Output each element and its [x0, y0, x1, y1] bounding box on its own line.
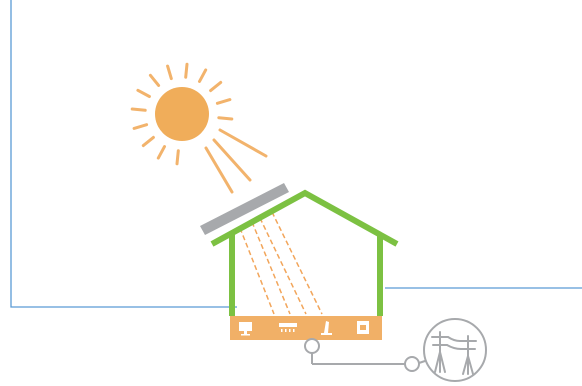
- sun-disc: [155, 87, 209, 141]
- sun-ray: [138, 90, 150, 96]
- sun-ray: [200, 70, 206, 82]
- appliance-icon: [357, 321, 369, 334]
- light-beams: [240, 212, 322, 314]
- sun-ray: [132, 109, 145, 110]
- sun-ray: [168, 66, 172, 79]
- sun-ray: [143, 137, 153, 145]
- sun-ray: [150, 75, 158, 85]
- sun-beam: [214, 140, 250, 180]
- sun-ray: [211, 82, 221, 90]
- sun-icon: [132, 64, 266, 192]
- sun-ray: [219, 118, 232, 119]
- power-pylon-icon: [424, 319, 486, 381]
- callout-line-left: [11, 0, 237, 307]
- sun-ray: [177, 151, 178, 164]
- sun-ray: [186, 64, 187, 77]
- sun-ray: [217, 100, 230, 104]
- sun-ray: [134, 125, 147, 129]
- light-beam: [272, 212, 322, 314]
- connection-node: [305, 339, 319, 353]
- connection-node: [405, 357, 419, 371]
- light-beam: [240, 228, 274, 314]
- sun-ray: [158, 147, 164, 159]
